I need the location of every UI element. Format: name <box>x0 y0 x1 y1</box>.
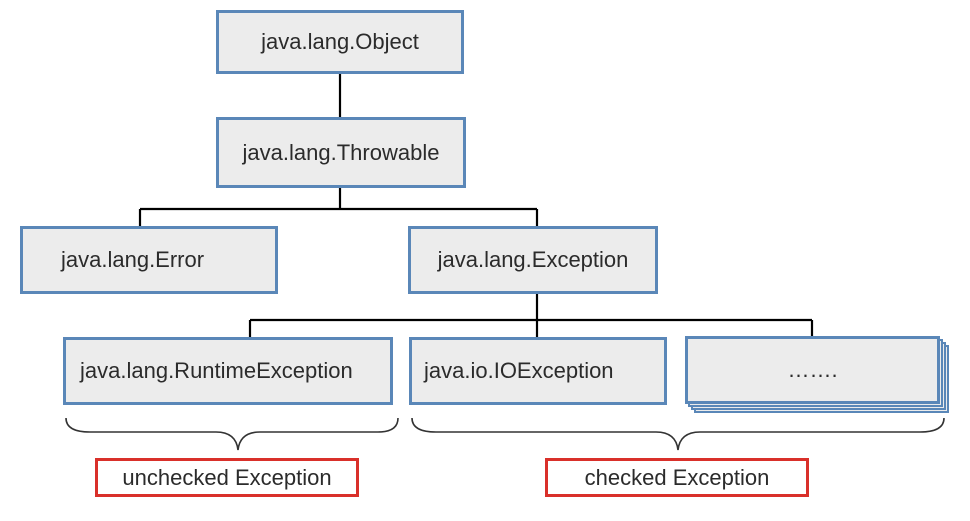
node-exception: java.lang.Exception <box>408 226 658 294</box>
unchecked-exception-label: unchecked Exception <box>95 458 359 497</box>
checked-exception-label: checked Exception <box>545 458 809 497</box>
node-object-label: java.lang.Object <box>261 29 419 54</box>
node-more-label: ……. <box>787 357 838 382</box>
node-more: ……. <box>685 336 940 404</box>
node-exception-label: java.lang.Exception <box>437 247 629 272</box>
node-throwable-label: java.lang.Throwable <box>242 139 440 165</box>
checked-exception-text: checked Exception <box>584 464 770 490</box>
node-runtime-exception-label: java.lang.RuntimeException <box>80 358 353 383</box>
node-object: java.lang.Object <box>216 10 464 74</box>
node-error-label: java.lang.Error <box>61 247 205 272</box>
node-ioexception-label: java.io.IOException <box>424 358 614 383</box>
checked-brace <box>411 417 945 451</box>
node-throwable: java.lang.Throwable <box>216 117 466 188</box>
node-runtime-exception: java.lang.RuntimeException <box>63 337 393 405</box>
unchecked-exception-text: unchecked Exception <box>122 464 332 490</box>
unchecked-brace <box>65 417 399 451</box>
node-ioexception: java.io.IOException <box>409 337 667 405</box>
node-error: java.lang.Error <box>20 226 278 294</box>
